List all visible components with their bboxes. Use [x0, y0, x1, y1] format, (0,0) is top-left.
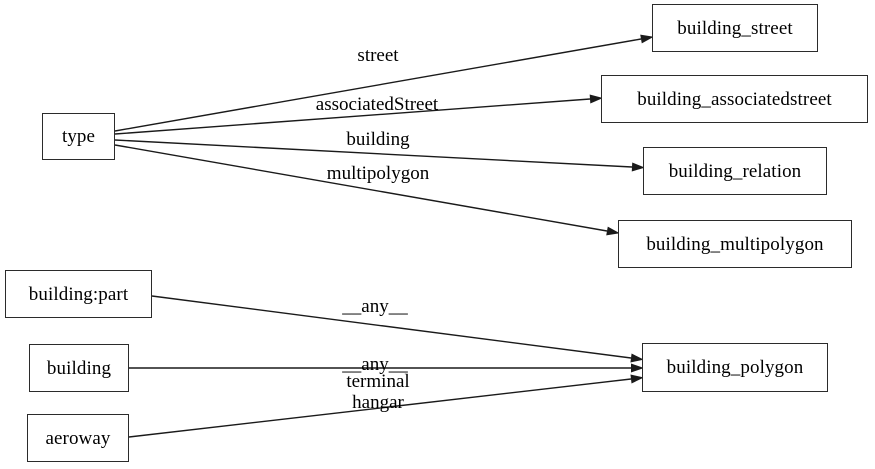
node-building_part[interactable]: building:part [5, 270, 152, 318]
edge-label-type-to-building_street: street [357, 45, 399, 66]
edge-label-building_part-to-building_polygon: __any__ [342, 296, 408, 317]
node-label: building_relation [668, 160, 802, 182]
edge-building_part-to-building_polygon [151, 295, 644, 363]
edge-label-type-to-building_relation: building [346, 129, 410, 150]
node-label: building [46, 357, 112, 379]
arrowhead-icon [631, 363, 644, 373]
node-aeroway[interactable]: aeroway [27, 414, 129, 462]
node-label: type [61, 126, 96, 147]
arrowhead-icon [640, 34, 654, 44]
node-label: building_street [677, 17, 793, 39]
arrowhead-icon [631, 162, 645, 172]
node-building_polygon[interactable]: building_polygon [642, 343, 828, 392]
node-label: building:part [28, 283, 129, 305]
edge-aeroway-to-building_polygon [128, 374, 644, 438]
edge-label-aeroway-to-building_polygon: terminal hangar [346, 371, 410, 413]
edge-type-to-building_relation [114, 139, 645, 172]
node-label: building_associatedstreet [637, 88, 832, 110]
arrowhead-icon [606, 226, 620, 236]
node-building_street[interactable]: building_street [652, 4, 818, 52]
node-building_relation[interactable]: building_relation [643, 147, 827, 195]
edge-building-to-building_polygon [129, 363, 644, 373]
arrowhead-icon [630, 374, 644, 384]
arrowhead-icon [589, 94, 603, 104]
node-building_multipolygon[interactable]: building_multipolygon [618, 220, 852, 268]
edge-type-to-building_street [114, 34, 654, 132]
node-label: aeroway [45, 427, 111, 449]
arrowhead-icon [630, 353, 644, 363]
node-building_associatedstreet[interactable]: building_associatedstreet [601, 75, 868, 123]
edge-label-type-to-building_multipolygon: multipolygon [326, 163, 430, 184]
edge-label-type-to-building_associatedstreet: associatedStreet [315, 94, 439, 115]
edge-type-to-building_associatedstreet [114, 94, 603, 135]
edge-type-to-building_multipolygon [114, 144, 620, 236]
edge-label-building-to-building_polygon: __any__ [342, 354, 408, 375]
node-type[interactable]: type [42, 113, 115, 160]
node-building[interactable]: building [29, 344, 129, 392]
node-label: building_multipolygon [646, 233, 824, 255]
node-label: building_polygon [666, 357, 804, 378]
